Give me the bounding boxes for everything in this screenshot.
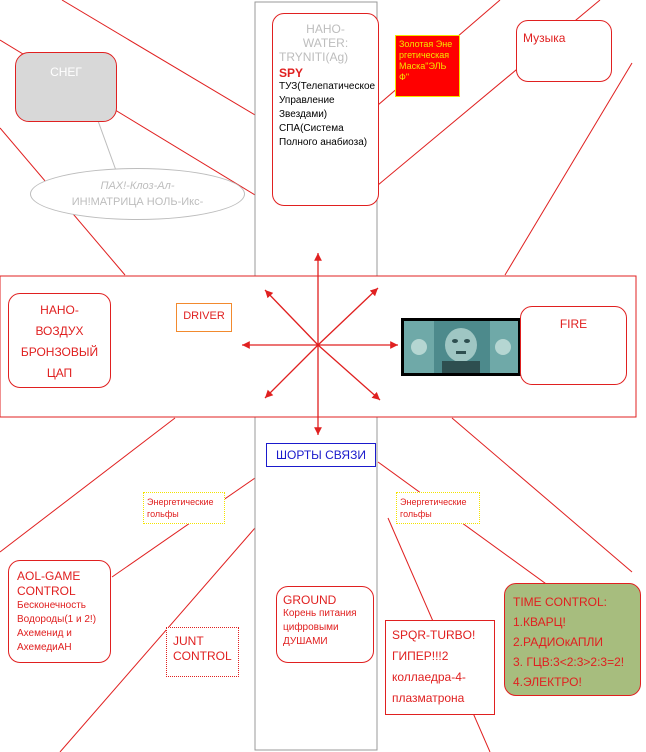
tuz-text: ТУЗ(Телепатическое Управление Звездами) [279, 81, 376, 120]
aol-box: AOL-GAME CONTROL Бесконечность Водороды(… [8, 560, 111, 663]
shorts-box: ШОРТЫ СВЯЗИ [266, 443, 376, 467]
ground-title: GROUND [283, 593, 337, 607]
pah-line1: ПАХ!-Клоз-Ал- [100, 180, 175, 192]
diagonal-line [0, 417, 176, 553]
golden-mask-text: Золотая Энергетическая Маска"ЭЛЬФ" [399, 39, 453, 82]
diagonal-line [451, 417, 633, 573]
spqr-text: SPQR-TURBO! ГИПЕР!!!2 коллаедра-4-плазма… [392, 628, 476, 705]
spqr-box: SPQR-TURBO! ГИПЕР!!!2 коллаедра-4-плазма… [385, 620, 495, 715]
nano-air-box: НАНО-ВОЗДУХ БРОНЗОВЫЙ ЦАП [8, 293, 111, 388]
pah-line2: ИН!МАТРИЦА НОЛЬ-Икс- [71, 196, 204, 208]
water-line2: WATER: [302, 36, 349, 50]
time-title: TIME CONTROL: [513, 595, 608, 609]
snow-connector [96, 117, 119, 177]
spy-label: SPY [279, 66, 304, 80]
time-item-4: 4.ЭЛЕКТРО! [513, 675, 582, 689]
golf-left-text: Энергетические гольфы [147, 497, 214, 519]
junt-box: JUNT CONTROL [166, 627, 239, 677]
nano-air-text: НАНО-ВОЗДУХ БРОНЗОВЫЙ ЦАП [20, 303, 99, 380]
driver-box: DRIVER [176, 303, 232, 332]
time-item-2: 2.РАДИОкАПЛИ [513, 635, 603, 649]
junt-label: JUNT CONTROL [173, 634, 232, 663]
ground-box: GROUND Корень питания цифровыми ДУШАМИ [276, 586, 374, 663]
pah-ellipse: ПАХ!-Клоз-Ал- ИН!МАТРИЦА НОЛЬ-Икс- [30, 168, 245, 220]
fire-label: FIRE [559, 317, 588, 331]
diagonal-line [61, 0, 256, 116]
golf-right-box: Энергетические гольфы [396, 492, 480, 524]
aol-line1: AOL-GAME [17, 569, 81, 583]
aol-line2: CONTROL [17, 584, 76, 598]
nano-water-box: НАНО- WATER: TRYNITI(Ag) SPY ТУЗ(Телепат… [272, 13, 379, 206]
golf-right-text: Энергетические гольфы [400, 497, 467, 519]
diagonal-line [111, 477, 256, 578]
diagonal-line [59, 527, 256, 752]
snow-label: СНЕГ [50, 65, 82, 79]
diagonal-line [504, 62, 633, 276]
ground-body: Корень питания цифровыми ДУШАМИ [283, 608, 357, 647]
time-control-box: TIME CONTROL: 1.КВАРЦ! 2.РАДИОкАПЛИ 3. Г… [504, 583, 641, 696]
snow-box: СНЕГ [15, 52, 117, 122]
shorts-label: ШОРТЫ СВЯЗИ [276, 448, 366, 462]
golden-mask-box: Золотая Энергетическая Маска"ЭЛЬФ" [395, 35, 460, 97]
spa-text: СПА(Система Полного анабиоза) [279, 123, 368, 148]
fire-box: FIRE [520, 306, 627, 385]
time-item-3: 3. ГЦВ:3<2:3>2:3=2! [513, 655, 625, 669]
water-line3: TRYNITI(Ag) [279, 50, 349, 64]
center-star-arrows [242, 253, 398, 435]
face-photo-icon [401, 318, 521, 376]
water-line1: НАНО- [306, 22, 345, 36]
music-box: Музыка [516, 20, 612, 82]
aol-line3: Бесконечность Водороды(1 и 2!) Ахеменид … [17, 600, 97, 653]
time-item-1: 1.КВАРЦ! [513, 615, 566, 629]
golf-left-box: Энергетические гольфы [143, 492, 225, 524]
face-photo-art [404, 321, 518, 373]
driver-label: DRIVER [183, 310, 225, 322]
music-label: Музыка [523, 31, 566, 45]
